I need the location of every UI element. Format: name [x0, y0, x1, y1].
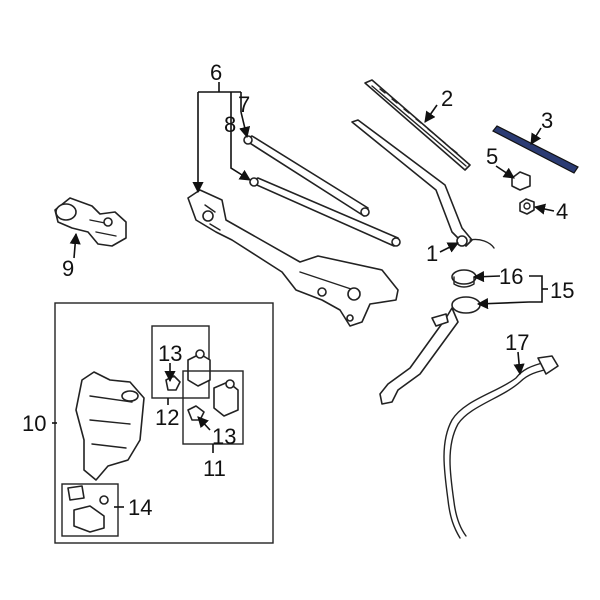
callout-9: 9	[62, 256, 74, 281]
level-sensor-14[interactable]	[67, 485, 109, 533]
callout-6: 6	[210, 60, 222, 85]
wiper-blade-refill[interactable]	[492, 125, 579, 174]
callout-1: 1	[426, 241, 438, 266]
callout-5: 5	[486, 144, 498, 169]
washer-pump-11[interactable]	[187, 379, 239, 421]
leader-15	[476, 298, 530, 310]
callout-16: 16	[499, 264, 523, 289]
callout-10: 10	[22, 411, 46, 436]
wiper-linkage-frame[interactable]	[187, 189, 399, 327]
wiper-motor[interactable]	[54, 197, 127, 247]
callout-7: 7	[238, 92, 250, 117]
callout-12: 12	[155, 405, 179, 430]
callout-11: 11	[203, 456, 226, 481]
leader-1	[439, 242, 460, 253]
washer-reservoir[interactable]	[75, 371, 145, 481]
washer-filler-neck[interactable]	[379, 296, 481, 405]
linkage-rod-lower[interactable]	[249, 177, 401, 247]
callout-13a: 13	[158, 341, 182, 366]
leader-17	[513, 351, 525, 376]
leader-16-bracket	[529, 275, 543, 303]
leader-8-down	[230, 92, 251, 181]
callout-8: 8	[224, 112, 236, 137]
callout-13b: 13	[212, 424, 236, 449]
pivot-cap[interactable]	[511, 171, 531, 191]
leader-2	[424, 104, 438, 123]
leader-3	[530, 127, 542, 145]
washer-hose[interactable]	[443, 355, 559, 539]
callout-4: 4	[556, 199, 568, 224]
leader-9	[69, 232, 81, 259]
callout-15: 15	[550, 278, 574, 303]
wiper-arm[interactable]	[351, 119, 495, 249]
leader-13b	[197, 416, 211, 431]
leader-16	[472, 271, 501, 283]
pivot-nut[interactable]	[519, 198, 535, 215]
callout-14: 14	[128, 495, 152, 520]
leader-7-to-rod	[239, 111, 251, 139]
callout-2: 2	[441, 86, 453, 111]
reservoir-cap[interactable]	[451, 269, 477, 288]
wiper-blade-assembly[interactable]	[364, 79, 471, 171]
callout-17: 17	[505, 330, 529, 355]
callout-3: 3	[541, 108, 553, 133]
leader-5	[495, 165, 515, 179]
sensor-kit-14-box	[61, 483, 119, 537]
leader-4	[533, 203, 555, 215]
